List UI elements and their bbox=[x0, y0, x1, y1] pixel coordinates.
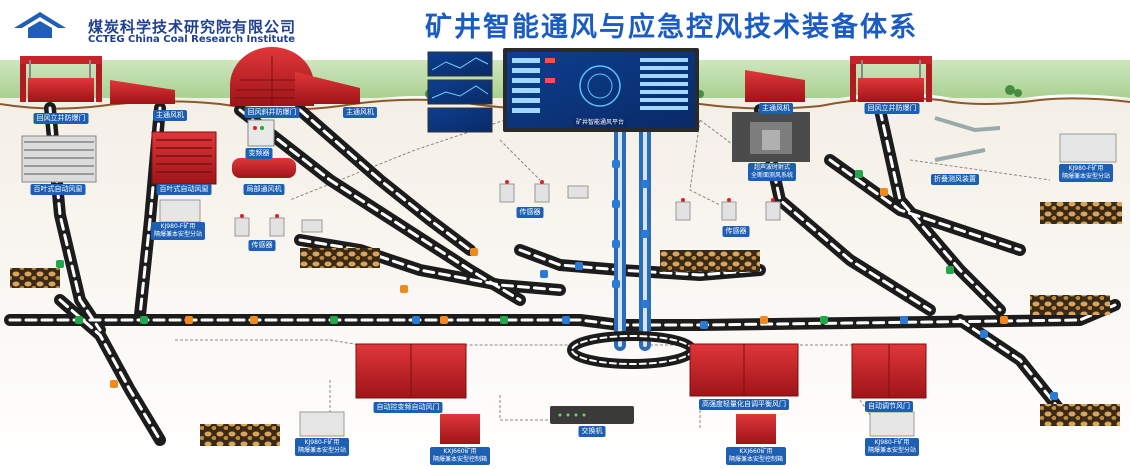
air-doors bbox=[355, 343, 927, 399]
org-name-cn: 煤炭科学技术研究院有限公司 bbox=[88, 18, 297, 36]
label-controller-bottom-left: KXJ660矿用 隔爆兼本安型控制箱 bbox=[429, 447, 491, 465]
label-main-fan-right: 主通风机 bbox=[759, 103, 793, 114]
return-shaft-explosion-door-left bbox=[20, 56, 102, 102]
inverter-box bbox=[247, 119, 275, 147]
label-station-right: KJ980-F矿用 隔爆兼本安型分站 bbox=[1058, 164, 1114, 182]
label-station-bl-line2: 隔爆兼本安型分站 bbox=[297, 447, 347, 454]
main-fan-left bbox=[110, 80, 175, 104]
label-inclined-shaft-door: 回风斜井防爆门 bbox=[244, 107, 300, 118]
label-sensor-b: 传感器 bbox=[516, 207, 544, 218]
company-logo: 煤炭科学技术研究院有限公司 CCTEG China Coal Research … bbox=[8, 8, 328, 45]
coal-faces bbox=[10, 202, 1122, 446]
label-controller-bl-line2: 隔爆兼本安型控制箱 bbox=[432, 456, 488, 463]
label-station-bottom-right: KJ980-F矿用 隔爆兼本安型分站 bbox=[864, 438, 920, 456]
label-station-left-line2: 隔爆兼本安型分站 bbox=[153, 231, 203, 238]
return-shaft-explosion-door-right bbox=[850, 56, 932, 102]
page-title: 矿井智能通风与应急控风技术装备体系 bbox=[425, 12, 918, 43]
label-switch: 交换机 bbox=[578, 426, 606, 437]
label-controller-br-line2: 隔爆兼本安型控制箱 bbox=[728, 456, 784, 463]
louver-window bbox=[21, 135, 97, 183]
label-station-br-line1: KJ980-F矿用 bbox=[874, 439, 910, 446]
network-switch bbox=[550, 406, 634, 424]
main-fan-right-shape bbox=[745, 70, 805, 102]
label-controller-bottom-right: KXJ660矿用 隔爆兼本安型控制箱 bbox=[725, 447, 787, 465]
label-door-auto-adjust: 自动调节风门 bbox=[865, 401, 913, 412]
control-center bbox=[427, 48, 699, 133]
label-station-left-line1: KJ980-F矿用 bbox=[160, 223, 196, 230]
label-local-fan: 局部通风机 bbox=[243, 184, 285, 195]
substations bbox=[159, 133, 1117, 437]
local-fan bbox=[232, 158, 296, 178]
label-ultrasonic-system: 超声波时射式 全断面测风系统 bbox=[747, 163, 797, 181]
label-folding-device: 折叠测风装置 bbox=[931, 174, 979, 185]
label-door-auto-pressure: 自动控变频自动风门 bbox=[373, 402, 443, 413]
sensors bbox=[234, 183, 781, 237]
folding-device bbox=[934, 116, 1001, 162]
main-fan-center bbox=[295, 72, 360, 104]
label-main-fan-center: 主通风机 bbox=[343, 107, 377, 118]
control-boxes bbox=[440, 414, 776, 444]
label-louver-window: 百叶式自动风窗 bbox=[30, 184, 86, 195]
label-station-right-line2: 隔爆兼本安型分站 bbox=[1061, 173, 1111, 180]
label-inverter: 变频器 bbox=[245, 148, 273, 159]
underground-equipment bbox=[21, 112, 1117, 444]
org-name-en: CCTEG China Coal Research Institute bbox=[88, 34, 296, 45]
label-station-bl-line1: KJ980-F矿用 bbox=[304, 439, 340, 446]
surface-equipment bbox=[20, 47, 932, 106]
label-door-high-pressure: 高强度轻量化自调平衡风门 bbox=[699, 399, 789, 410]
louver-door bbox=[151, 131, 217, 185]
label-monitor-caption: 矿井智能通风平台 bbox=[572, 119, 628, 127]
label-controller-bl-line1: KXJ660矿用 bbox=[443, 448, 477, 455]
label-ultrasonic-line1: 超声波时射式 bbox=[753, 164, 791, 171]
label-ultrasonic-line2: 全断面测风系统 bbox=[750, 172, 794, 179]
airflow-arrows bbox=[56, 160, 1058, 400]
label-sensor-c: 传感器 bbox=[722, 226, 750, 237]
label-station-br-line2: 隔爆兼本安型分站 bbox=[867, 447, 917, 454]
label-louver-door: 百叶式自动风窗 bbox=[156, 184, 212, 195]
label-return-shaft-door-right: 回风立井防爆门 bbox=[864, 103, 920, 114]
label-return-shaft-door-left: 回风立井防爆门 bbox=[33, 113, 89, 124]
label-station-right-line1: KJ980-F矿用 bbox=[1068, 165, 1104, 172]
label-station-left: KJ980-F矿用 隔爆兼本安型分站 bbox=[150, 222, 206, 240]
label-controller-br-line1: KXJ660矿用 bbox=[739, 448, 773, 455]
ccteg-logo-icon bbox=[14, 12, 66, 38]
label-sensor-a: 传感器 bbox=[248, 240, 276, 251]
label-main-fan-left-bottom: 主通风机 bbox=[153, 110, 187, 121]
label-station-bottom-left: KJ980-F矿用 隔爆兼本安型分站 bbox=[294, 438, 350, 456]
